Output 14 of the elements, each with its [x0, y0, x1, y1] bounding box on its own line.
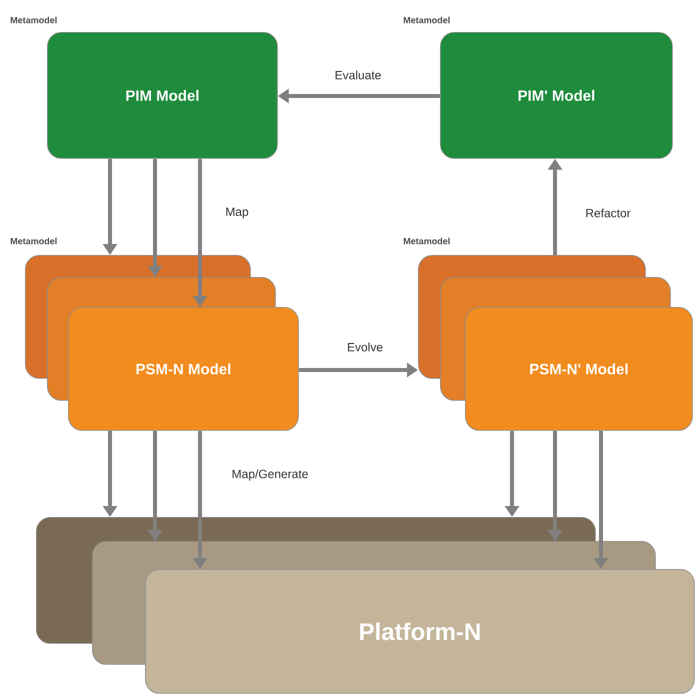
model-stack: PSM-N' Model — [418, 255, 693, 431]
model-box: PIM Model — [47, 32, 278, 159]
metamodel-label: Metamodel — [404, 238, 450, 244]
edge-label: Evaluate — [334, 70, 382, 80]
edge-label: Map/Generate — [230, 468, 310, 482]
metamodel-label: Metamodel — [404, 16, 450, 24]
metamodel-label: Metamodel — [10, 238, 57, 244]
edge-label: Refactor — [584, 208, 632, 218]
model-stack: PSM-N Model — [25, 255, 299, 431]
edge-label: Map — [224, 206, 250, 220]
metamodel-label: Metamodel — [10, 16, 57, 24]
model-box: PIM' Model — [440, 32, 673, 159]
edge-label: Evolve — [346, 342, 384, 352]
platform-stack: Platform-N — [36, 517, 695, 694]
